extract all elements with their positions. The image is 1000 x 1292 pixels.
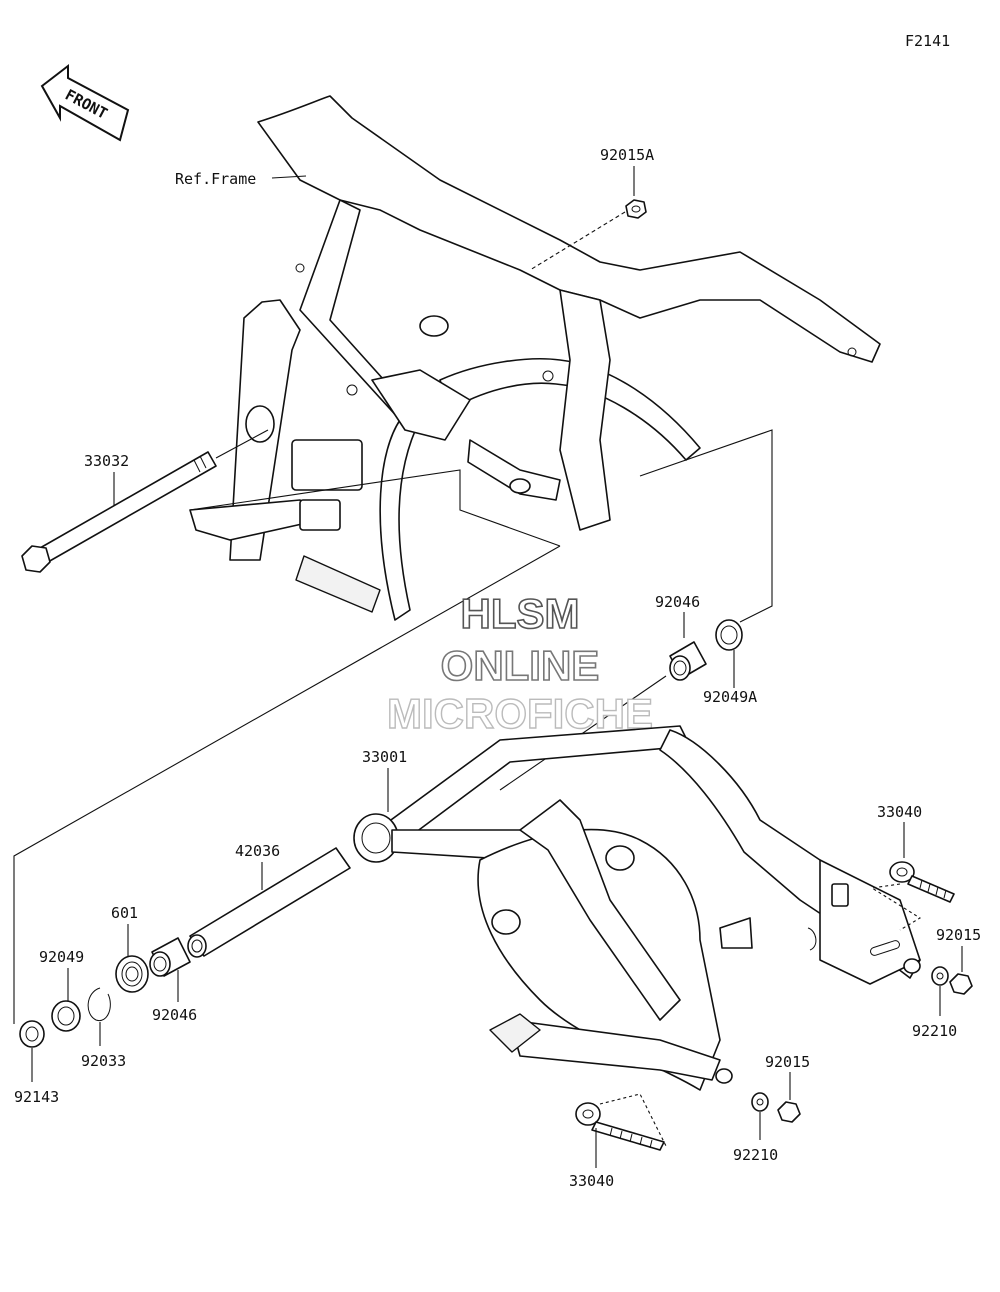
- callout-42036: 42036: [235, 842, 280, 860]
- callout-92015A: 92015A: [600, 146, 654, 164]
- swingarm-33001-drawing: [353, 725, 921, 1091]
- callout-92049: 92049: [39, 948, 84, 966]
- callout-92143: 92143: [14, 1088, 59, 1106]
- callout-33040-right: 33040: [877, 803, 922, 821]
- callout-33001: 33001: [362, 748, 407, 766]
- seal-92049A-icon: [715, 619, 743, 651]
- nut-92015A-icon: [625, 199, 647, 219]
- ref-frame-drawing: [189, 95, 881, 621]
- callout-92033: 92033: [81, 1052, 126, 1070]
- pivot-shaft-33032-icon: [21, 451, 217, 573]
- chain-adjuster-33040-bottom-icon: [575, 1102, 665, 1151]
- watermark-line3: MICROFICHE: [387, 690, 653, 737]
- callout-33032: 33032: [84, 452, 129, 470]
- ref-frame-label: Ref.Frame: [175, 170, 256, 188]
- callout-601: 601: [111, 904, 138, 922]
- front-arrow-icon: FRONT: [40, 63, 130, 142]
- callout-92210-right: 92210: [912, 1022, 957, 1040]
- collar-92143-icon: [19, 1020, 45, 1048]
- washer-92210-right-icon: [931, 966, 949, 986]
- circlip-92033-icon: [87, 987, 111, 1022]
- collar-42036-icon: [187, 847, 351, 958]
- callout-92046-top: 92046: [655, 593, 700, 611]
- callout-92015-right: 92015: [936, 926, 981, 944]
- watermark-line2: ONLINE: [441, 642, 600, 689]
- callout-92046-low: 92046: [152, 1006, 197, 1024]
- nut-92015-bottom-icon: [777, 1101, 801, 1123]
- figure-id: F2141: [905, 32, 950, 50]
- watermark: HLSM ONLINE MICROFICHE: [386, 589, 653, 738]
- washer-92210-bottom-icon: [751, 1092, 769, 1112]
- ball-bearing-601-icon: [115, 955, 149, 993]
- callout-92210-bottom: 92210: [733, 1146, 778, 1164]
- needle-bearing-92046-top-icon: [669, 641, 707, 681]
- callout-33040-bottom: 33040: [569, 1172, 614, 1190]
- callout-92015-bottom: 92015: [765, 1053, 810, 1071]
- needle-bearing-92046-low-icon: [149, 937, 191, 977]
- chain-adjuster-33040-right-icon: [889, 861, 955, 903]
- nut-92015-right-icon: [949, 973, 973, 995]
- seal-92049-icon: [51, 1000, 81, 1032]
- watermark-line1: HLSM: [461, 590, 580, 637]
- callout-92049A: 92049A: [703, 688, 757, 706]
